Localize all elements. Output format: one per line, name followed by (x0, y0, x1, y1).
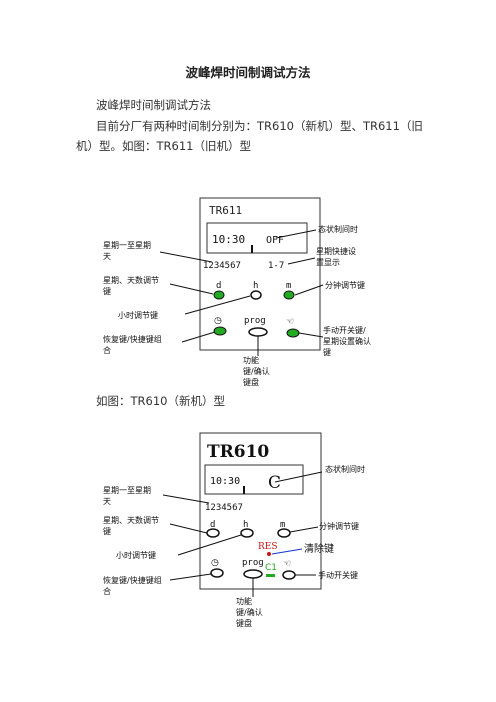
ann-func-3: 键盘 (243, 377, 259, 387)
ann-restore-1: 恢复键/快捷键组 (103, 334, 162, 344)
ann-manual-2: 星期设置确认 (323, 336, 371, 346)
leader-min (289, 526, 319, 533)
btn-m-label: m (286, 281, 291, 291)
leader-clear (271, 548, 303, 555)
leader-restore (169, 573, 212, 581)
clock-icon: ◷ (214, 316, 222, 326)
hour-button[interactable] (240, 528, 254, 538)
leader-hour (177, 534, 242, 556)
doc-title: 波峰焊时间制调试方法 (185, 65, 311, 80)
btn-h-label: h (243, 520, 248, 530)
minute-button[interactable] (277, 528, 291, 538)
leader-state (275, 229, 317, 239)
ann-quick-1: 星期快捷设 (316, 246, 356, 256)
paragraph-heading: 波峰焊时间制调试方法 (96, 98, 211, 112)
leader-manual (298, 332, 324, 338)
model-label: TR610 (207, 442, 269, 462)
ann-days-1: 星期一至星期 (103, 486, 151, 495)
ann-days-2: 天 (103, 497, 111, 506)
btn-m-label: m (280, 520, 285, 530)
leader-days (162, 494, 210, 504)
lcd-time: 10:30 (212, 233, 245, 246)
ann-hour: 小时调节键 (118, 310, 158, 320)
hand-icon: ☜ (286, 317, 294, 327)
ann-state: 态状制间时 (318, 224, 358, 234)
ann-restore-1: 恢复键/快捷键组 (103, 575, 162, 585)
res-button[interactable] (267, 552, 271, 556)
paragraph-intro-line2: 机）型。如图：TR611（旧机）型 (76, 139, 251, 153)
days-indicator: 1234567 (203, 261, 241, 271)
manual-switch-button[interactable] (286, 328, 300, 338)
figure-tr610: TR610 10:30 C 1234567 d h m RES ◷ prog ☜… (103, 432, 365, 628)
ann-func-2: 键/确认 (243, 366, 270, 376)
c1-indicator (266, 574, 275, 577)
ann-days-2: 天 (103, 252, 111, 261)
ann-state: 态状制间时 (325, 464, 365, 474)
ann-days-1: 星期一至星期 (103, 241, 151, 250)
minute-button[interactable] (283, 290, 295, 300)
paragraph-fig2-caption: 如图：TR610（新机）型 (96, 394, 225, 408)
lcd-state: C (268, 473, 281, 493)
ann-func-3: 键盘 (236, 618, 252, 628)
week-quick-indicator: 1-7 (268, 261, 284, 271)
prog-button[interactable] (243, 569, 263, 579)
clock-icon: ◷ (211, 558, 219, 568)
leader-d (169, 283, 214, 295)
day-button[interactable] (206, 528, 220, 538)
ann-clear: 清除键 (304, 542, 334, 555)
ann-min: 分钟调节键 (319, 521, 359, 531)
ann-hour: 小时调节键 (116, 550, 156, 560)
ann-func-2: 键/确认 (236, 607, 263, 617)
btn-prog-label: prog (244, 316, 266, 326)
btn-d-label: d (216, 281, 221, 291)
leader-quick (287, 257, 316, 265)
btn-d-label: d (210, 520, 215, 530)
btn-h-label: h (253, 281, 258, 291)
ann-min: 分钟调节键 (325, 280, 365, 290)
lcd-time: 10:30 (210, 476, 240, 487)
ann-manual-3: 键 (323, 347, 331, 357)
btn-prog-label: prog (242, 558, 264, 568)
leader-hour (184, 295, 251, 315)
prog-button[interactable] (248, 327, 268, 337)
ann-restore-2: 合 (103, 345, 111, 355)
restore-button[interactable] (210, 568, 224, 578)
hour-button[interactable] (250, 290, 262, 300)
manual-switch-button[interactable] (282, 570, 296, 580)
day-button[interactable] (213, 290, 225, 300)
ann-manual-1: 手动开关键/ (323, 325, 366, 335)
device-body (199, 432, 322, 590)
leader-d (169, 523, 208, 534)
ann-d-2: 键 (103, 526, 111, 536)
ann-restore-2: 合 (103, 586, 111, 596)
leader-min (294, 284, 324, 296)
leader-restore (181, 331, 216, 343)
ann-quick-2: 置显示 (316, 258, 340, 267)
leader-state (274, 471, 323, 483)
days-indicator: 1234567 (205, 503, 243, 513)
figure-tr611: TR611 10:30 OFF 1234567 1-7 d h m ◷ prog… (103, 197, 371, 387)
res-label: RES (258, 542, 278, 552)
ann-manual: 手动开关键 (318, 570, 358, 580)
ann-d-2: 键 (103, 286, 111, 296)
lcd-screen (206, 222, 308, 254)
c1-label: C1 (265, 563, 277, 573)
paragraph-intro-line1: 目前分厂有两种时间制分别为：TR610（新机）型、TR611（旧 (96, 119, 423, 133)
restore-button[interactable] (213, 326, 227, 336)
ann-func-1: 功能 (243, 355, 259, 365)
ann-func-1: 功能 (236, 596, 252, 606)
hand-icon: ☜ (283, 559, 291, 569)
leader-days (159, 251, 213, 263)
ann-d-1: 星期、天数调节 (103, 275, 159, 285)
model-label: TR611 (209, 204, 242, 217)
ann-d-1: 星期、天数调节 (103, 515, 159, 525)
lcd-state: OFF (266, 235, 284, 246)
